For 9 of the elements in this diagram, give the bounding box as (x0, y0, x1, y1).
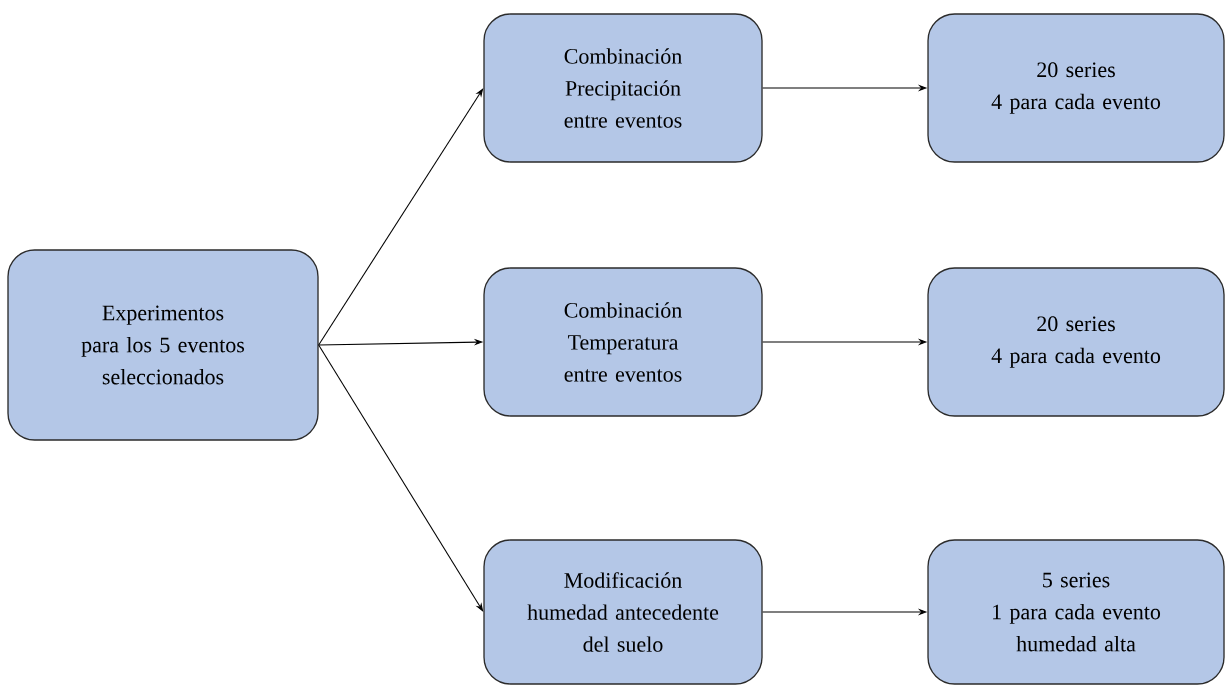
arrow (318, 344, 484, 612)
arrow (318, 88, 484, 346)
process-box: Combinación Temperatura entre eventos (483, 267, 763, 417)
process-box: Modificación humedad antecedente del suelo (483, 539, 763, 685)
process-box: 20 series 4 para cada evento (927, 13, 1225, 163)
process-box: 5 series 1 para cada evento humedad alta (927, 539, 1225, 685)
process-box: 20 series 4 para cada evento (927, 267, 1225, 417)
process-box: Experimentos para los 5 eventos seleccionados (7, 249, 319, 441)
process-box: Combinación Precipitación entre eventos (483, 13, 763, 163)
